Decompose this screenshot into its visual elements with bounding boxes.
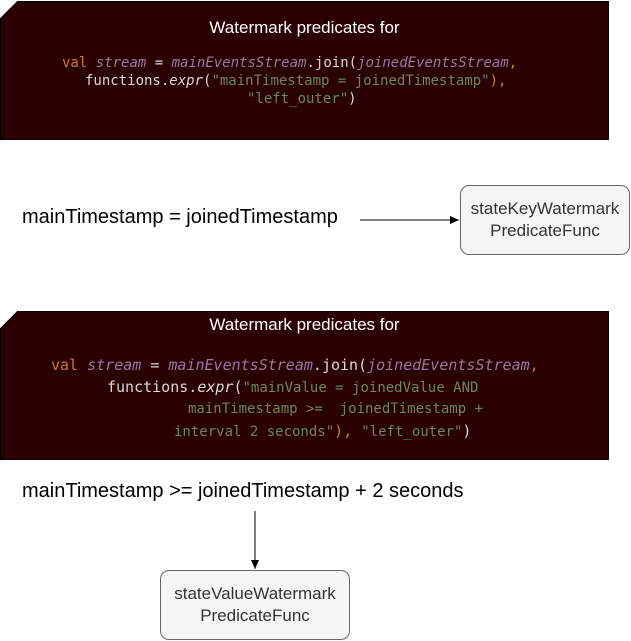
state-value-watermark-node: stateValueWatermark PredicateFunc [160, 570, 350, 640]
node-label-line: PredicateFunc [200, 606, 310, 625]
code-object: functions [85, 73, 161, 89]
code-punct: , [529, 356, 539, 374]
code-function: join( [321, 356, 368, 374]
code-keyword: val [51, 356, 79, 374]
node-label-line: stateValueWatermark [174, 584, 336, 603]
code-punct: ) [348, 91, 357, 107]
code-block-title: Watermark predicates for [209, 315, 400, 334]
code-punct: ( [233, 378, 243, 396]
code-snippet: val stream = mainEventsStream.join(joine… [1, 54, 608, 140]
code-punct: ), [334, 422, 362, 440]
node-label-line: PredicateFunc [490, 221, 600, 240]
predicate-label-key: mainTimestamp = joinedTimestamp [22, 206, 338, 228]
code-block-top: Watermark predicates for val stream = ma… [0, 1, 609, 140]
code-line: functions.expr("mainValue = joinedValue … [107, 376, 478, 399]
code-keyword: val [62, 55, 88, 71]
code-line: val stream = mainEventsStream.join(joine… [51, 354, 539, 376]
code-line: functions.expr("mainTimestamp = joinedTi… [85, 72, 506, 90]
code-variable: mainEventsStream [171, 55, 307, 71]
code-variable: stream [95, 55, 147, 71]
code-punct: , [508, 55, 518, 71]
node-label-line: stateKeyWatermark [470, 199, 620, 218]
code-function: join( [314, 55, 358, 71]
code-punct: ( [203, 73, 212, 89]
code-dot: . [188, 378, 198, 396]
code-line: interval 2 seconds"), "left_outer") [174, 420, 471, 443]
code-punct: ) [462, 422, 472, 440]
code-operator: = [141, 356, 169, 374]
corner-bevel-bottom [0, 310, 19, 330]
code-string: "mainValue = joinedValue AND [242, 380, 479, 396]
code-string: "mainTimestamp = joinedTimestamp" [211, 73, 490, 89]
code-snippet: val stream = mainEventsStream.join(joine… [1, 354, 608, 460]
code-string: mainTimestamp >= joinedTimestamp + [188, 401, 484, 417]
code-operator: = [146, 55, 172, 71]
code-function: expr [197, 378, 234, 396]
code-block-title: Watermark predicates for [209, 18, 400, 37]
code-line: mainTimestamp >= joinedTimestamp + [188, 398, 483, 420]
code-block-bottom: Watermark predicates for val stream = ma… [0, 311, 609, 460]
code-string: "left_outer" [247, 91, 349, 107]
code-string: interval 2 seconds" [174, 424, 335, 440]
code-variable: mainEventsStream [168, 356, 313, 374]
code-dot: . [312, 356, 322, 374]
code-line: val stream = mainEventsStream.join(joine… [62, 54, 517, 72]
code-variable: stream [87, 356, 142, 374]
code-function: expr [169, 73, 204, 89]
code-variable: joinedEventsStream [367, 356, 530, 374]
state-key-watermark-node: stateKeyWatermark PredicateFunc [460, 185, 630, 255]
code-dot: . [160, 73, 170, 89]
code-variable: joinedEventsStream [357, 55, 509, 71]
predicate-label-value: mainTimestamp >= joinedTimestamp + 2 sec… [22, 480, 464, 502]
code-punct: ), [489, 73, 507, 89]
code-string: "left_outer" [361, 424, 463, 440]
code-dot: . [306, 55, 315, 71]
code-object: functions [107, 378, 189, 396]
code-line: "left_outer") [247, 90, 357, 108]
corner-bevel-top [0, 0, 19, 20]
